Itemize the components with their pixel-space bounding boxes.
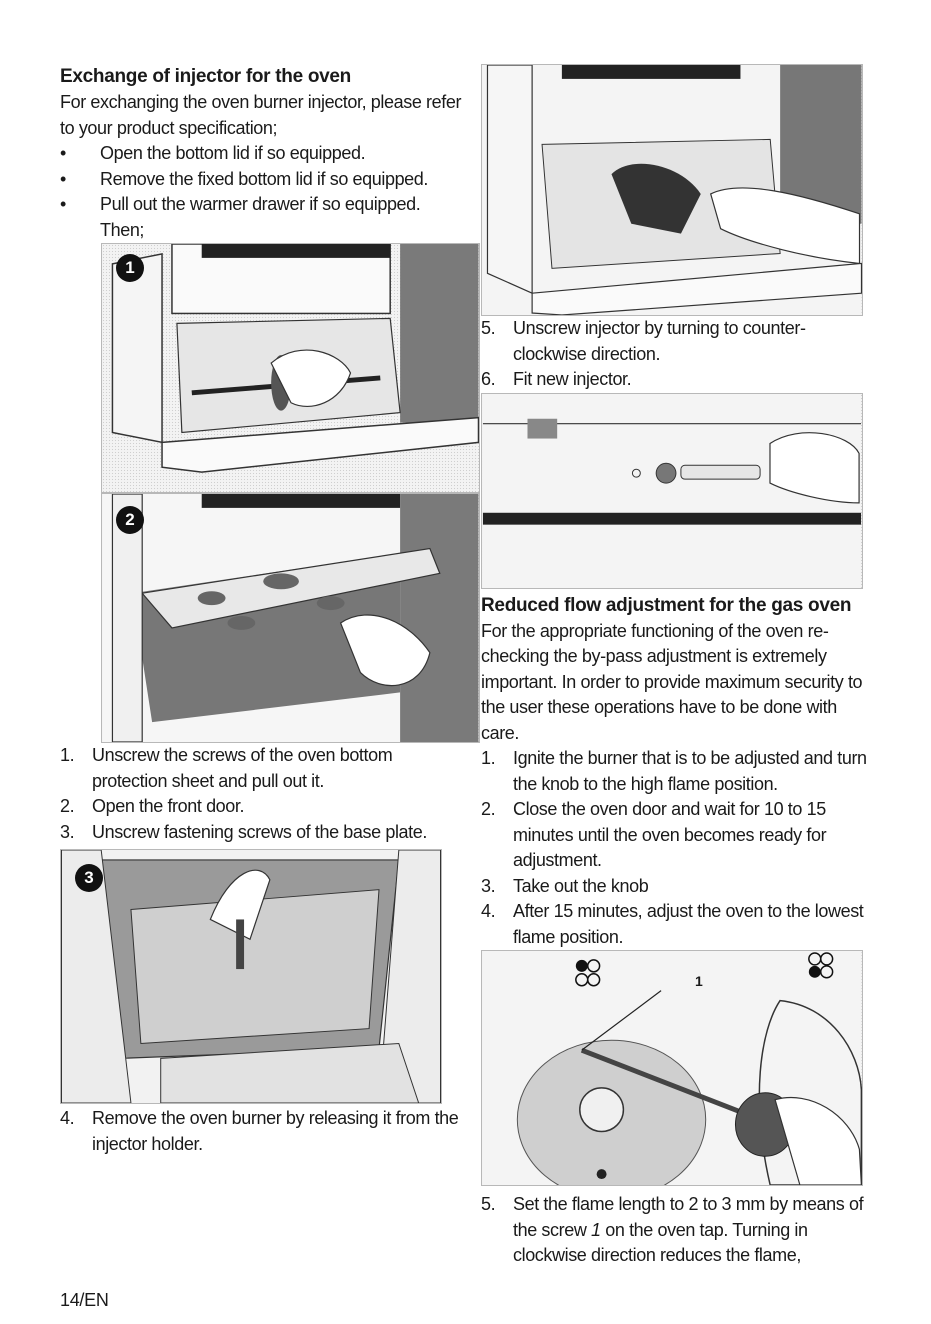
figure-1-bottom-sheet: 1 xyxy=(101,243,480,493)
steps-list-c: 5. Unscrew injector by turning to counter… xyxy=(481,316,873,393)
screw-callout-label: 1 xyxy=(695,973,703,989)
step-item: 4. After 15 minutes, adjust the oven to t… xyxy=(481,899,873,950)
step-item: 3. Take out the knob xyxy=(481,874,873,900)
figure-badge: 1 xyxy=(116,254,144,282)
intro-reduced-flow: For the appropriate functioning of the o… xyxy=(481,620,863,743)
page-number: 14/EN xyxy=(60,1290,109,1310)
section-title-reduced-flow: Reduced flow adjustment for the gas oven xyxy=(481,594,852,616)
step-item: 2. Open the front door. xyxy=(60,794,470,820)
bullet-list: Open the bottom lid if so equipped. Remo… xyxy=(60,141,470,218)
step-text: Take out the knob xyxy=(513,875,649,896)
step-number: 5. xyxy=(481,318,496,338)
figure-3-base-plate: 3 xyxy=(60,849,442,1104)
step-number: 4. xyxy=(481,901,496,921)
step-number: 6. xyxy=(481,369,496,389)
bullet-item: Pull out the warmer drawer if so equippe… xyxy=(60,192,470,218)
step-text: Unscrew fastening screws of the base pla… xyxy=(92,821,427,842)
step-item: 6. Fit new injector. xyxy=(481,367,873,393)
step-text: Unscrew injector by turning to counter-c… xyxy=(513,318,806,364)
step-text: After 15 minutes, adjust the oven to the… xyxy=(513,901,864,947)
figure-badge: 2 xyxy=(116,506,144,534)
step-text: Remove the oven burner by releasing it f… xyxy=(92,1108,459,1154)
steps-list-d: 1. Ignite the burner that is to be adjust… xyxy=(481,746,873,950)
step-number: 4. xyxy=(60,1108,75,1128)
screw-reference: 1 xyxy=(591,1219,601,1240)
step-number: 3. xyxy=(481,875,496,896)
step-item: 4. Remove the oven burner by releasing it… xyxy=(60,1106,470,1157)
step-text: Set the flame length to 2 to 3 mm by mea… xyxy=(513,1194,864,1240)
new-injector-illustration xyxy=(482,393,862,588)
bullet-item: Open the bottom lid if so equipped. xyxy=(60,141,470,167)
tap-screw-illustration xyxy=(482,951,862,1185)
bottom-sheet-illustration xyxy=(102,494,479,742)
oven-bottom-illustration xyxy=(111,244,479,473)
intro-injector: For exchanging the oven burner injector,… xyxy=(60,92,462,138)
bullet-item: Remove the fixed bottom lid if so equipp… xyxy=(60,167,470,193)
figure-new-injector xyxy=(481,392,863,589)
step-item: 5. Unscrew injector by turning to counter… xyxy=(481,316,873,367)
step-text: Open the front door. xyxy=(92,796,245,816)
step-number: 3. xyxy=(60,821,75,842)
step-text: Close the oven door and wait for 10 to 1… xyxy=(513,799,827,870)
step-number: 1. xyxy=(60,745,75,765)
steps-list-a: 1. Unscrew the screws of the oven bottom … xyxy=(60,743,470,845)
left-column: Exchange of injector for the oven For ex… xyxy=(60,64,480,1157)
figure-tap-adjustment: 1 xyxy=(481,950,863,1186)
figure-2-base-sheet: 2 xyxy=(101,493,480,743)
step-item: 2. Close the oven door and wait for 10 to… xyxy=(481,797,873,874)
step-text: Unscrew the screws of the oven bottom pr… xyxy=(92,745,393,791)
step-number: 2. xyxy=(60,796,75,816)
step-item: 1. Ignite the burner that is to be adjust… xyxy=(481,746,873,797)
figure-injector-unscrew xyxy=(481,64,863,316)
figure-badge: 3 xyxy=(75,864,103,892)
step-number: 1. xyxy=(481,748,496,768)
step-number: 2. xyxy=(481,799,496,819)
steps-list-e: 5. Set the flame length to 2 to 3 mm by m… xyxy=(481,1192,873,1269)
right-column: 5. Unscrew injector by turning to counter… xyxy=(481,64,873,1269)
then-text: Then; xyxy=(100,219,145,240)
step-text: Ignite the burner that is to be adjusted… xyxy=(513,748,867,794)
step-text: Fit new injector. xyxy=(513,369,632,389)
step-item: 3. Unscrew fastening screws of the base p… xyxy=(60,820,470,846)
injector-unscrew-illustration xyxy=(482,65,862,315)
steps-list-b: 4. Remove the oven burner by releasing it… xyxy=(60,1106,470,1157)
oven-interior-illustration xyxy=(61,850,441,1103)
step-number: 5. xyxy=(481,1194,496,1214)
step-item: 5. Set the flame length to 2 to 3 mm by m… xyxy=(481,1192,873,1269)
section-title-injector: Exchange of injector for the oven xyxy=(60,66,351,87)
step-item: 1. Unscrew the screws of the oven bottom … xyxy=(60,743,470,794)
step-text: on the oven tap. Turning in clockwise di… xyxy=(513,1219,808,1266)
